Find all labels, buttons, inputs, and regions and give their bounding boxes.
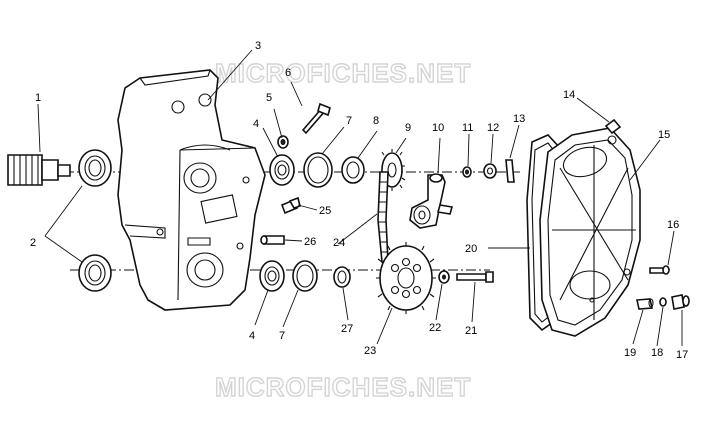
- watermark-bottom: MICROFICHES.NET: [215, 372, 471, 402]
- thrust-washer-part: [333, 266, 351, 288]
- spacer-ring-lower-part: [292, 260, 318, 292]
- seal-lower-part: [78, 254, 112, 292]
- callout-19: 19: [624, 347, 636, 359]
- callout-7-upper: 7: [346, 115, 352, 127]
- callout-2: 2: [30, 237, 36, 249]
- callout-11: 11: [462, 122, 473, 134]
- cover-bolt-part: [649, 265, 670, 275]
- callout-5: 5: [266, 92, 272, 104]
- washer-18-part: [659, 297, 667, 307]
- seal-upper-part: [78, 149, 112, 187]
- drain-plug-part: [280, 196, 301, 215]
- callout-17: 17: [676, 349, 688, 361]
- callout-3: 3: [255, 40, 261, 52]
- spacer-ring-upper-part: [303, 152, 333, 188]
- callout-4-lower: 4: [249, 330, 255, 342]
- drive-chain-part: [377, 171, 389, 263]
- callout-9: 9: [405, 122, 411, 134]
- callout-26: 26: [304, 236, 316, 248]
- callout-27: 27: [341, 323, 353, 335]
- chaincase-cover-part: [539, 127, 641, 337]
- chaincase-housing-part: [117, 69, 266, 311]
- washer-small-part: [462, 166, 472, 178]
- callout-20: 20: [465, 243, 477, 255]
- lower-sprocket-part: [376, 242, 436, 314]
- sprocket-bolt-part: [456, 271, 494, 283]
- callout-1: 1: [35, 92, 41, 104]
- sleeve-part: [636, 298, 654, 310]
- screw-17-part: [671, 294, 690, 310]
- callout-15: 15: [658, 129, 670, 141]
- callout-7-lower: 7: [279, 330, 285, 342]
- callout-8: 8: [373, 115, 379, 127]
- callout-16: 16: [667, 219, 679, 231]
- callout-14: 14: [563, 89, 575, 101]
- dowel-pin-part: [260, 235, 285, 245]
- nut-part: [277, 135, 289, 149]
- shaft-part: [7, 154, 71, 186]
- bearing-lower-part: [259, 260, 285, 292]
- callout-25: 25: [319, 205, 331, 217]
- watermark-top: MICROFICHES.NET: [215, 58, 471, 88]
- lock-nut-part: [483, 163, 497, 179]
- adjuster-bolt-part: [301, 102, 331, 135]
- bearing-mid-part: [341, 156, 365, 184]
- washer-lower-part: [438, 270, 450, 284]
- retaining-clip-part: [505, 159, 515, 183]
- callout-6: 6: [285, 67, 291, 79]
- bearing-upper-part: [269, 154, 295, 186]
- callout-13: 13: [513, 113, 525, 125]
- callout-21: 21: [465, 325, 477, 337]
- callout-4-upper: 4: [253, 118, 259, 130]
- callout-24: 24: [333, 237, 345, 249]
- callout-10: 10: [432, 122, 444, 134]
- callout-22: 22: [429, 322, 441, 334]
- callout-18: 18: [651, 347, 663, 359]
- tensioner-arm-part: [409, 173, 454, 229]
- leader-lines: [37, 49, 683, 347]
- fill-plug-part: [604, 118, 622, 135]
- callout-12: 12: [487, 122, 499, 134]
- callout-23: 23: [364, 345, 376, 357]
